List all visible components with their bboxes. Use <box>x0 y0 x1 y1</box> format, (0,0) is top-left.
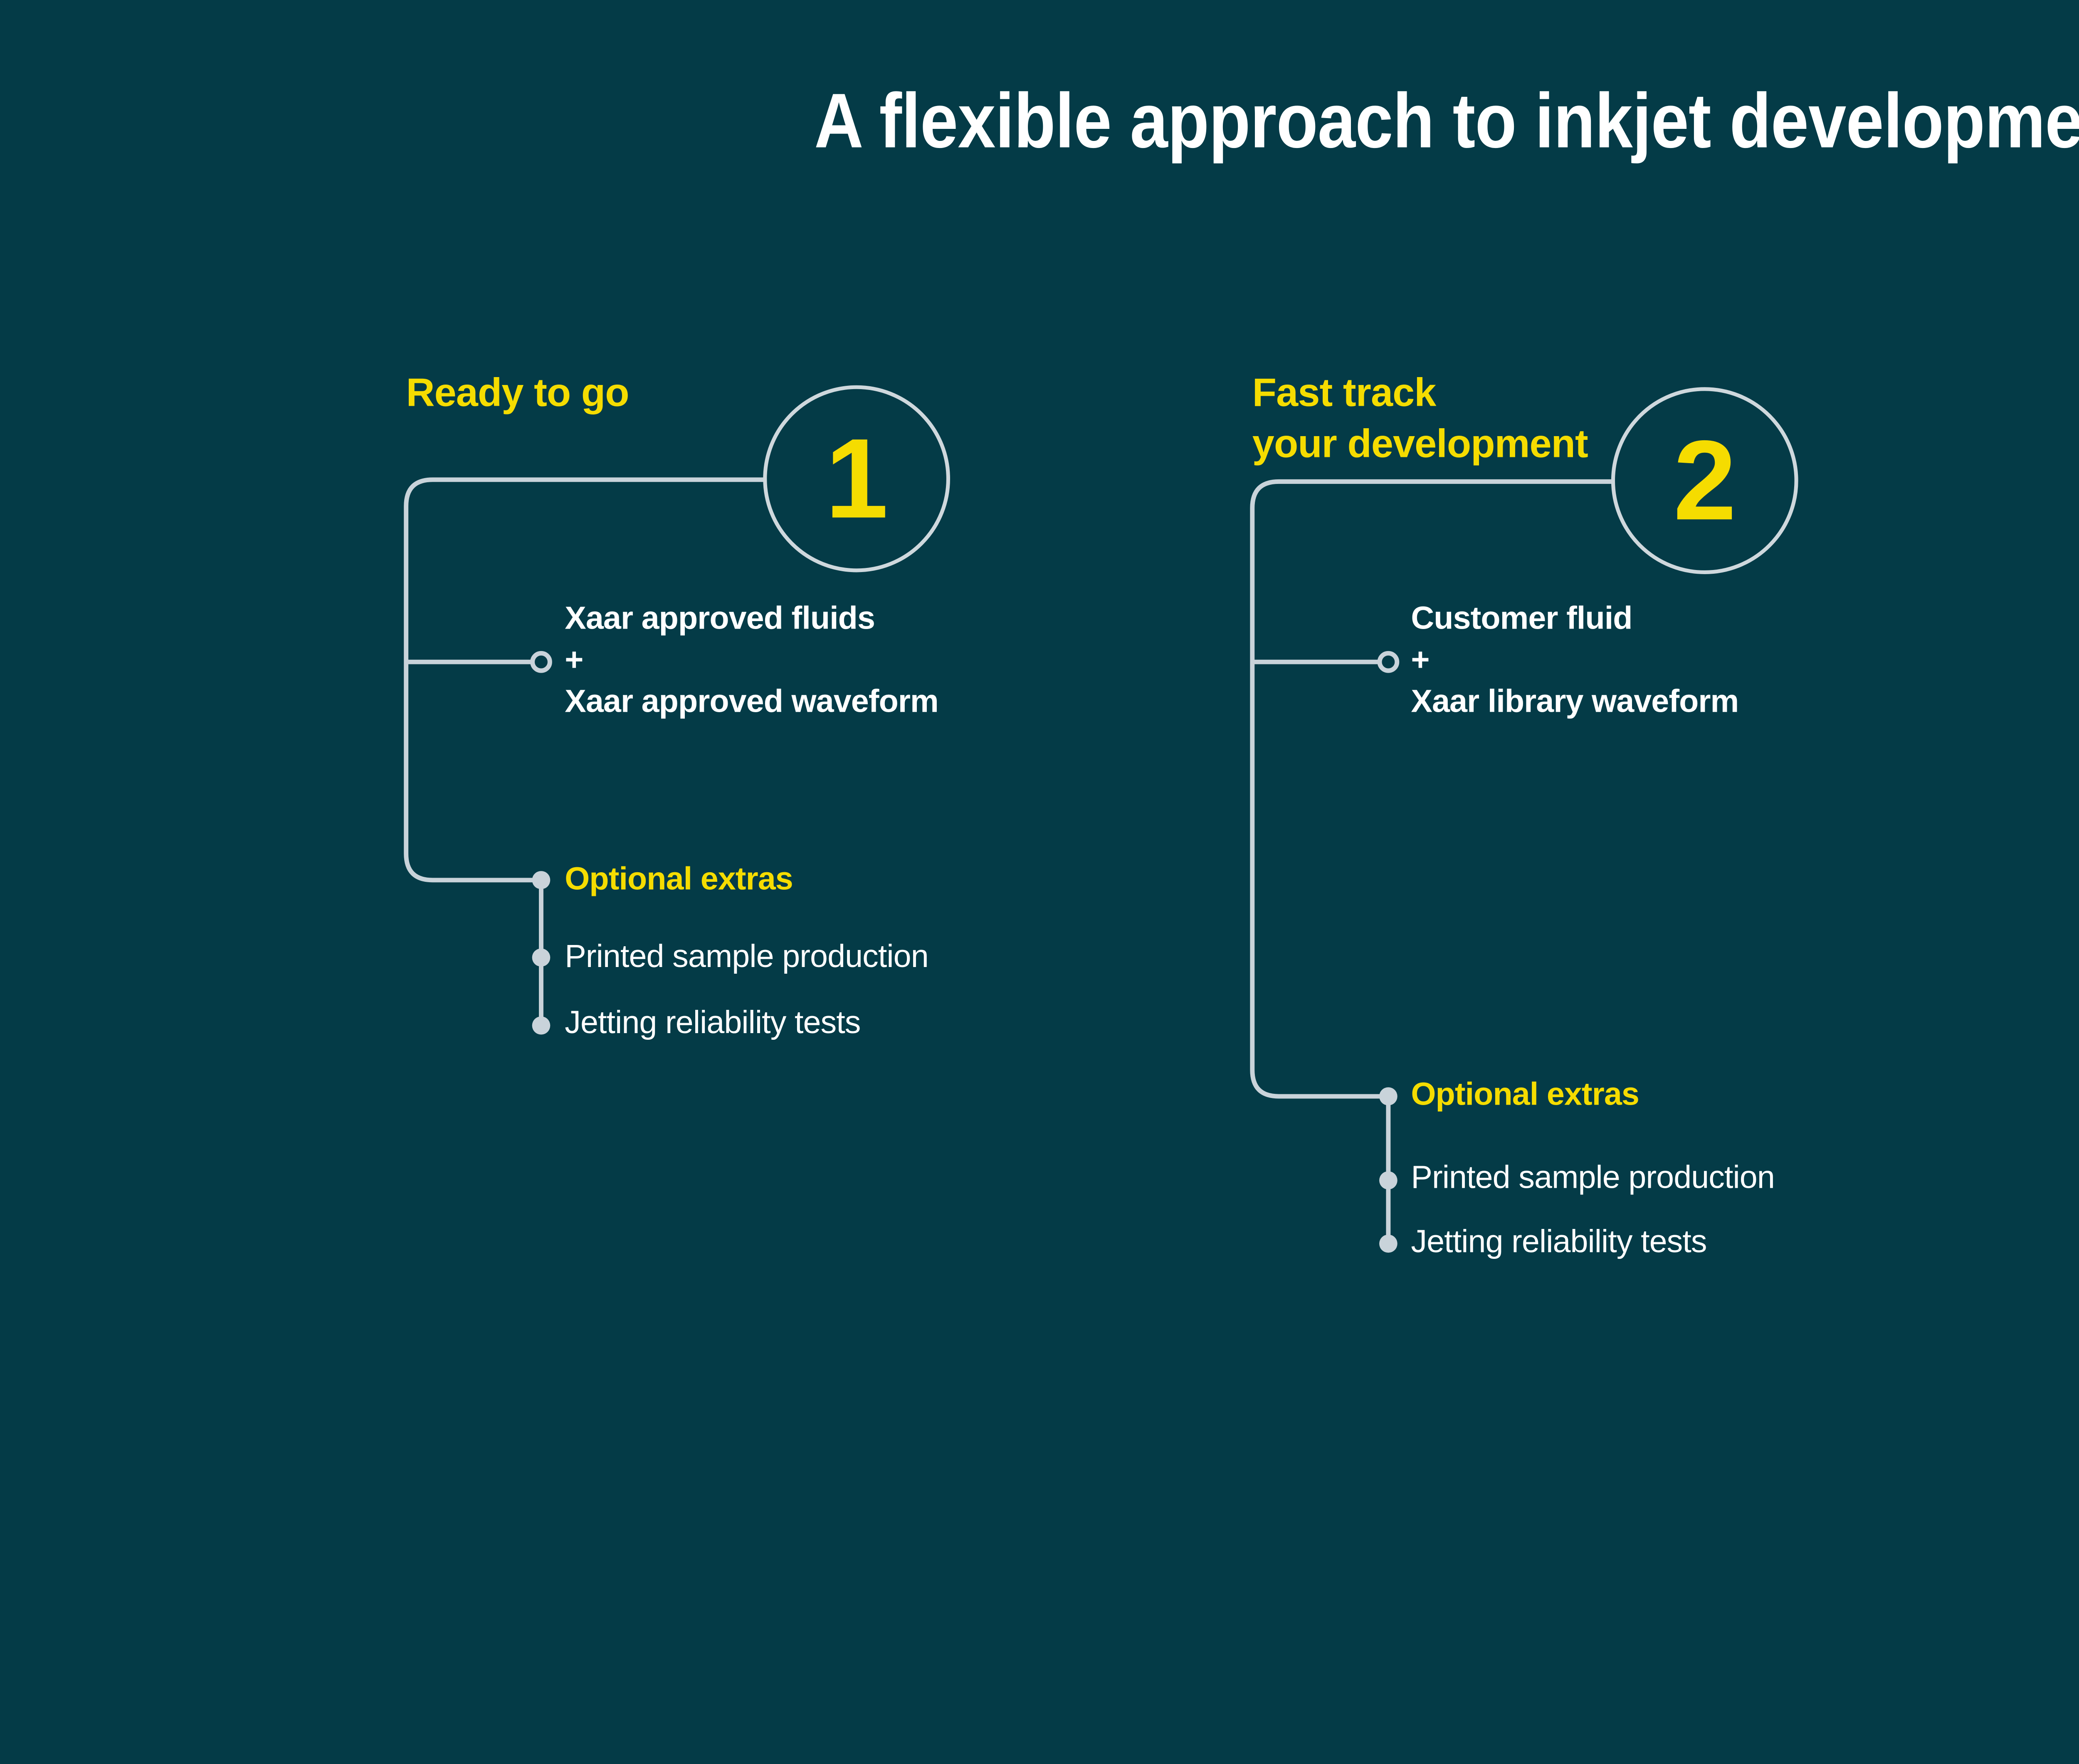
node-dot <box>1379 1171 1398 1189</box>
column-1-heading-line-1: Ready to go <box>406 372 630 416</box>
column-2-optional-item-printed-sample: Printed sample production <box>1411 1160 1775 1196</box>
column-1-optional-item-printed-sample: Printed sample production <box>565 938 928 975</box>
column-2-heading-line-2: your development <box>1252 423 1588 467</box>
step-circle-1: 1 <box>763 385 950 572</box>
plus-ring-2 <box>1377 651 1400 673</box>
column-1-plus-sign: + <box>565 642 583 678</box>
column-1-item-waveform: Xaar approved waveform <box>565 683 938 720</box>
column-2-plus-sign: + <box>1411 642 1430 678</box>
column-1-optional-extras-heading: Optional extras <box>565 861 793 897</box>
step-circle-2: 2 <box>1611 387 1798 574</box>
column-2-heading-line-1: Fast track <box>1252 372 1437 416</box>
node-dot <box>532 871 551 889</box>
column-1-heading: Ready to go <box>406 368 630 419</box>
node-dot <box>532 948 551 967</box>
page-title: A flexible approach to inkjet developmen… <box>0 77 2079 166</box>
node-dot <box>532 1016 551 1035</box>
step-number-1: 1 <box>825 414 889 541</box>
column-2-optional-item-jetting-tests: Jetting reliability tests <box>1411 1224 1707 1260</box>
column-2-heading: Fast track your development <box>1252 368 1588 470</box>
trunk-line-2 <box>1250 479 1613 1099</box>
column-1-optional-item-jetting-tests: Jetting reliability tests <box>565 1004 861 1041</box>
page-title-text: A flexible approach to inkjet developmen… <box>815 77 2079 165</box>
column-2-item-waveform: Xaar library waveform <box>1411 683 1739 720</box>
node-dot <box>1379 1234 1398 1253</box>
column-2-optional-extras-heading: Optional extras <box>1411 1076 1639 1113</box>
node-dot <box>1379 1087 1398 1105</box>
column-1-item-fluid: Xaar approved fluids <box>565 600 875 637</box>
plus-ring-1 <box>530 651 552 673</box>
step-number-2: 2 <box>1673 416 1736 543</box>
trunk-line-1 <box>404 477 765 883</box>
column-2-item-fluid: Customer fluid <box>1411 600 1632 637</box>
